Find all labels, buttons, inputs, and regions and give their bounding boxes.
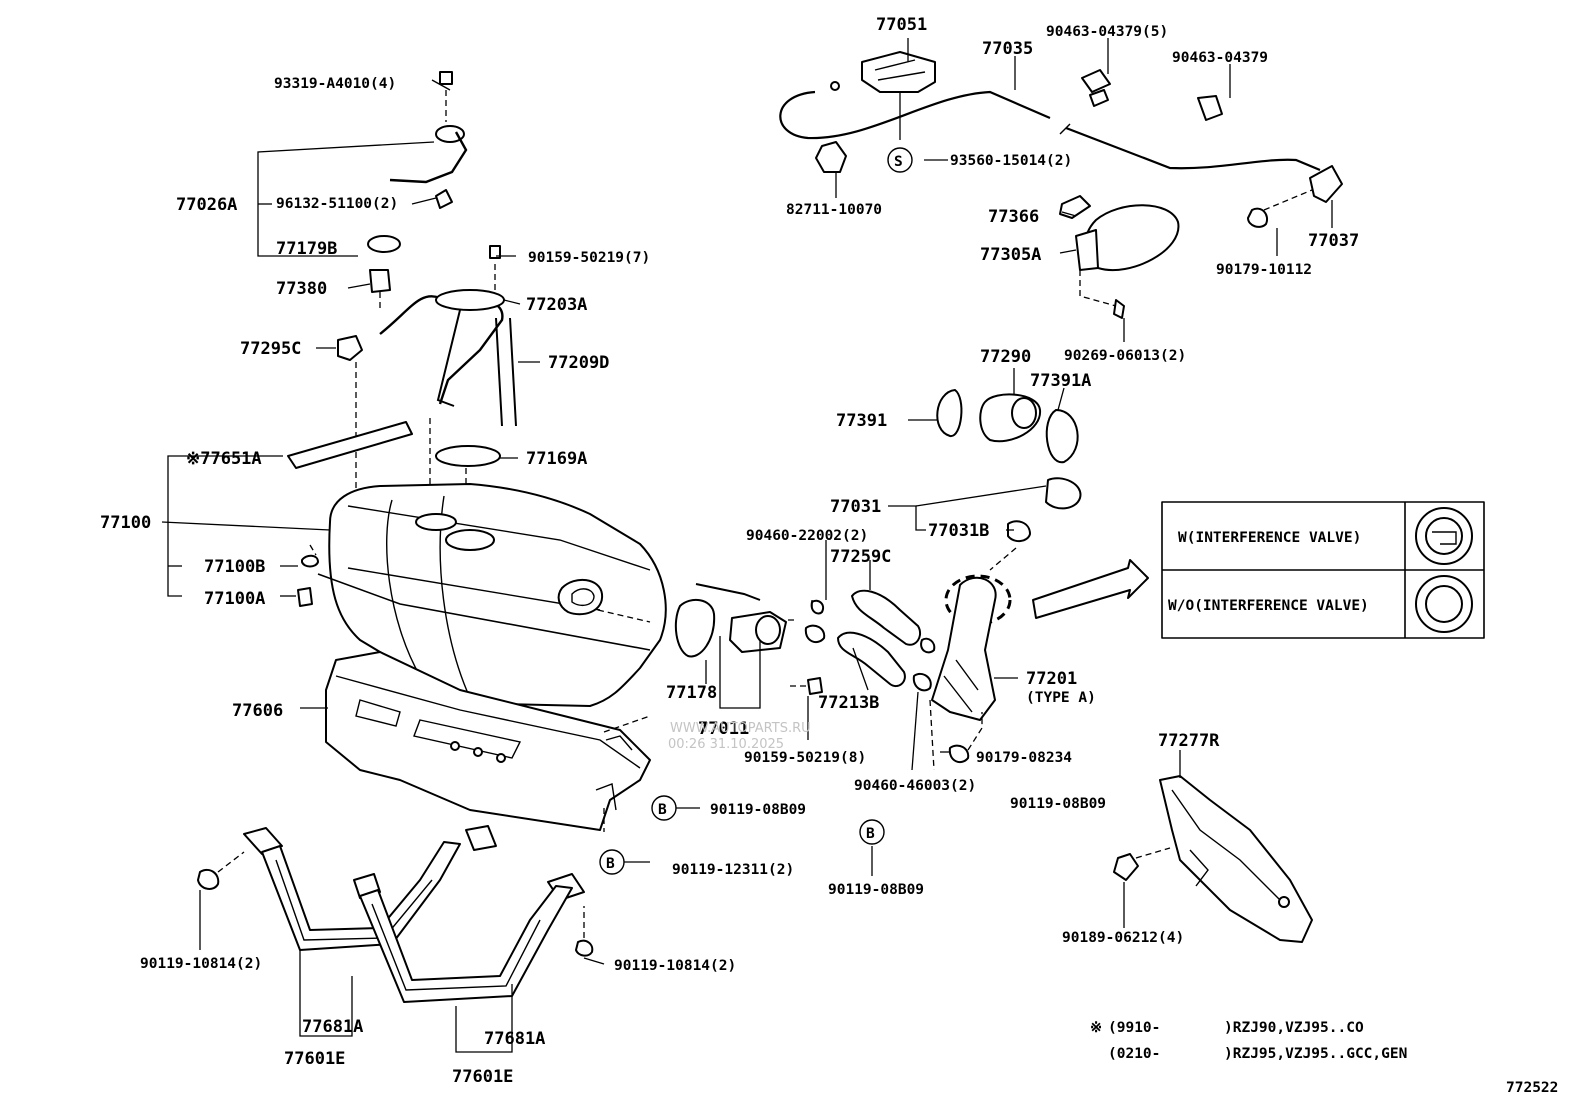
filler-components-group <box>931 388 1149 721</box>
marker-b-2: B <box>606 856 615 872</box>
label-77100A: 77100A <box>204 589 265 609</box>
heat-protector-77277R <box>1113 775 1313 943</box>
marker-s: S <box>894 154 903 170</box>
leader-lines <box>161 38 1333 1053</box>
label-77391: 77391 <box>836 411 887 431</box>
label-77011: 77011 <box>698 719 749 739</box>
label-90159-50219-7: 90159-50219(7) <box>528 250 650 266</box>
heat-protector-shape <box>1159 775 1313 943</box>
label-90460-22002-2: 90460-22002(2) <box>746 528 868 544</box>
label-77026A: 77026A <box>176 195 237 215</box>
label-93560-15014-2: 93560-15014(2) <box>950 153 1072 169</box>
legend-without-valve: W/O(INTERFERENCE VALVE) <box>1168 598 1369 614</box>
label-77259C: 77259C <box>830 547 891 567</box>
label-77169A: 77169A <box>526 449 587 469</box>
label-77031: 77031 <box>830 497 881 517</box>
label-77681A-b: 77681A <box>484 1029 545 1049</box>
markers-group: S B B B <box>599 147 913 875</box>
label-90460-46003-2: 90460-46003(2) <box>854 778 976 794</box>
fuel-lid-opener-cable-group <box>779 51 1343 319</box>
note-row1-models: )RZJ90,VZJ95..CO <box>1224 1020 1364 1036</box>
label-90119-10814-2-b: 90119-10814(2) <box>614 958 736 974</box>
label-77178: 77178 <box>666 683 717 703</box>
label-90119-12311-2: 90119-12311(2) <box>672 862 794 878</box>
arrow-to-legend <box>1032 559 1149 619</box>
legend-with-valve: W(INTERFERENCE VALVE) <box>1178 530 1361 546</box>
label-77051: 77051 <box>876 15 927 35</box>
label-90189-06212-4: 90189-06212(4) <box>1062 930 1184 946</box>
fuel-lid-77305A-shape <box>1083 204 1180 272</box>
label-77295C: 77295C <box>240 339 301 359</box>
label-90463-04379-5: 90463-04379(5) <box>1046 24 1168 40</box>
note-mark: ※ <box>1090 1020 1102 1036</box>
fuel-cap-77031-shape <box>1045 477 1082 510</box>
label-93319-A4010-4: 93319-A4010(4) <box>274 76 396 92</box>
hoses-group <box>674 583 983 771</box>
label-77277R: 77277R <box>1158 731 1220 751</box>
label-90269-06013-2: 90269-06013(2) <box>1064 348 1186 364</box>
marker-b-3: B <box>866 826 875 842</box>
label-77681A-a: 77681A <box>302 1017 363 1037</box>
label-77031B: 77031B <box>928 521 989 541</box>
fuel-tank-shape <box>328 483 667 707</box>
label-90179-10112: 90179-10112 <box>1216 262 1312 278</box>
label-90463-04379: 90463-04379 <box>1172 50 1268 66</box>
tank-straps-group <box>197 825 594 1003</box>
label-90119-08B09-c: 90119-08B09 <box>828 882 924 898</box>
label-90119-08B09-b: 90119-08B09 <box>1010 796 1106 812</box>
label-77201-type: (TYPE A) <box>1026 690 1096 706</box>
cable-clamp-2-shape <box>1197 95 1223 121</box>
fuel-pump-77380-shape <box>369 269 391 293</box>
label-77037: 77037 <box>1308 231 1359 251</box>
label-77305A: 77305A <box>980 245 1041 265</box>
interference-valve-legend: W(INTERFERENCE VALVE) W/O(INTERFERENCE V… <box>1161 501 1485 639</box>
protector-shape <box>325 651 651 831</box>
fuel-tank-77100 <box>297 483 667 707</box>
label-77651A: ※77651A <box>186 449 262 469</box>
marker-b-1: B <box>658 802 667 818</box>
lock-77037-shape <box>1309 165 1343 203</box>
watermark-stamp: 00:26 31.10.2025 <box>668 737 784 752</box>
protector-77651A-shape <box>287 421 413 469</box>
label-77203A: 77203A <box>526 295 587 315</box>
filler-pipe-77201-shape <box>931 576 997 721</box>
label-96132-51100-2: 96132-51100(2) <box>276 196 398 212</box>
label-90119-10814-2-a: 90119-10814(2) <box>140 956 262 972</box>
strap-77601E-right-shape <box>359 885 573 1003</box>
diagram-number: 772522 <box>1506 1080 1558 1096</box>
label-77601E-a: 77601E <box>284 1049 345 1069</box>
label-77100B: 77100B <box>204 557 265 577</box>
note-row2-from: (0210- <box>1108 1046 1160 1062</box>
label-77601E-b: 77601E <box>452 1067 513 1087</box>
watermark-site: WWW.AUTOPARTS.RU <box>670 721 811 736</box>
label-77201: 77201 <box>1026 669 1077 689</box>
label-77380: 77380 <box>276 279 327 299</box>
note-row2-models: )RZJ95,VZJ95..GCC,GEN <box>1224 1046 1407 1062</box>
label-77391A: 77391A <box>1030 371 1091 391</box>
label-77366: 77366 <box>988 207 1039 227</box>
gasket-77178-shape <box>674 598 716 658</box>
label-77179B: 77179B <box>276 239 337 259</box>
applicability-notes: ※ (9910- )RZJ90,VZJ95..CO (0210- )RZJ95,… <box>1090 1020 1407 1062</box>
cable-clamp-shape <box>1081 69 1111 93</box>
label-77606: 77606 <box>232 701 283 721</box>
label-77035: 77035 <box>982 39 1033 59</box>
label-77290: 77290 <box>980 347 1031 367</box>
label-77213B: 77213B <box>818 693 879 713</box>
label-77209D: 77209D <box>548 353 609 373</box>
label-77100: 77100 <box>100 513 151 533</box>
note-row1-from: (9910- <box>1108 1020 1160 1036</box>
opener-lever-77051-shape <box>861 51 936 93</box>
strap-77601E-left-shape <box>261 841 461 951</box>
part-labels: 77051 77035 90463-04379(5) 90463-04379 9… <box>100 15 1359 1087</box>
label-90159-50219-8: 90159-50219(8) <box>744 750 866 766</box>
tank-protector-77606 <box>325 651 651 832</box>
label-90179-08234: 90179-08234 <box>976 750 1072 766</box>
label-90119-08B09-a: 90119-08B09 <box>710 802 806 818</box>
label-82711-10070: 82711-10070 <box>786 202 882 218</box>
